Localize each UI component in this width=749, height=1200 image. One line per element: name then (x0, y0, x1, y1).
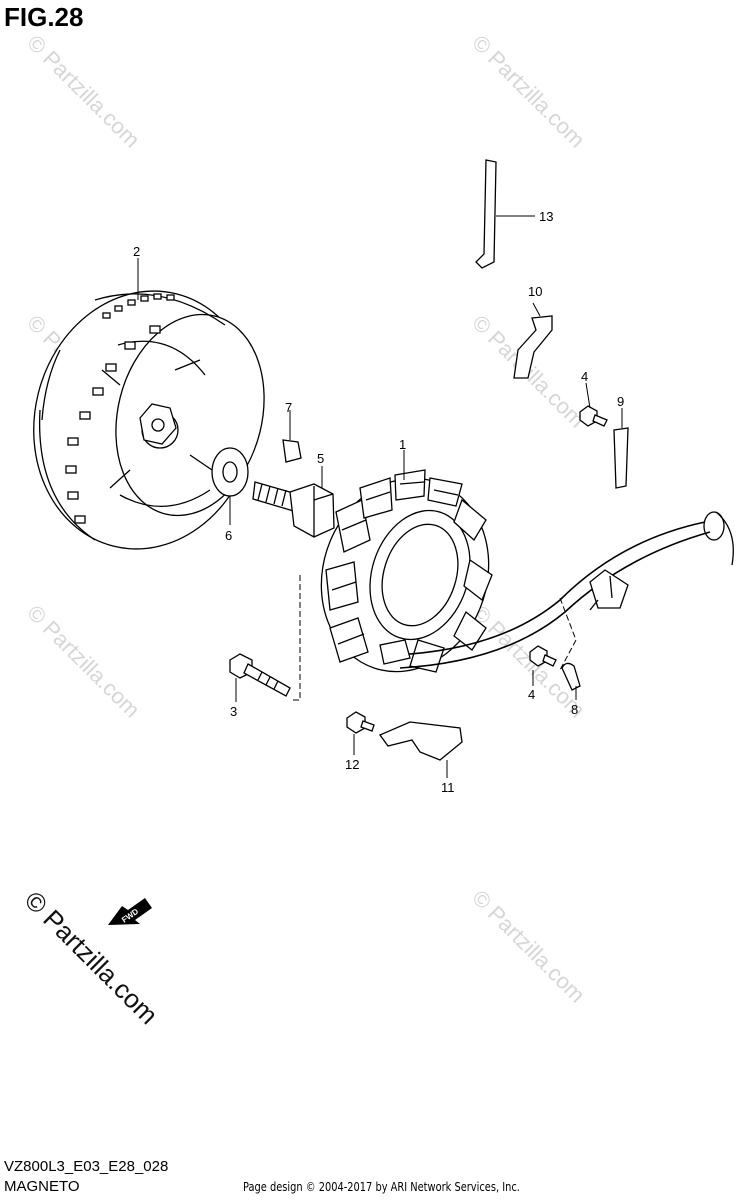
section-name: MAGNETO (4, 1178, 80, 1195)
footer-copyright: Page design © 2004-2017 by ARI Network S… (243, 1180, 520, 1194)
rotor-bolt-part[interactable] (252, 481, 335, 538)
washer-part[interactable] (211, 447, 249, 497)
callout-4: 4 (528, 687, 535, 702)
callout-7: 7 (285, 400, 292, 415)
clamp-part[interactable] (475, 159, 497, 269)
key-part[interactable] (282, 439, 302, 463)
callout-6: 6 (225, 528, 232, 543)
callout-10: 10 (528, 284, 542, 299)
callout-4: 4 (581, 369, 588, 384)
fwd-arrow-icon: FWD (108, 898, 152, 925)
callout-8: 8 (571, 702, 578, 717)
figure-title: FIG.28 (4, 2, 84, 32)
clamp-part[interactable] (561, 662, 581, 691)
rotor-part[interactable] (7, 267, 285, 572)
clamp-part[interactable] (613, 427, 629, 489)
callout-3: 3 (230, 704, 237, 719)
model-code: VZ800L3_E03_E28_028 (4, 1158, 169, 1175)
callout-1: 1 (399, 437, 406, 452)
stator-part[interactable] (297, 456, 514, 693)
callout-11: 11 (441, 780, 455, 795)
callout-9: 9 (617, 394, 624, 409)
callout-5: 5 (317, 451, 324, 466)
bolt-part[interactable] (346, 711, 375, 734)
stator-bolt-part[interactable] (229, 653, 291, 697)
bolt-part[interactable] (529, 645, 557, 667)
callout-12: 12 (345, 757, 359, 772)
callout-2: 2 (133, 244, 140, 259)
clamp-part[interactable] (513, 315, 553, 379)
plate-part[interactable] (378, 721, 463, 761)
callout-13: 13 (539, 209, 553, 224)
bolt-part[interactable] (579, 405, 608, 427)
